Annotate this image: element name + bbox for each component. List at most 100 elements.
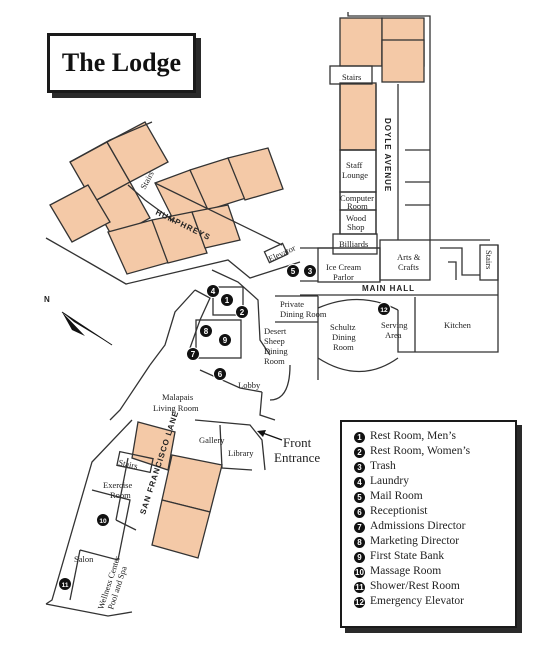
label-schultz-2: Dining (332, 332, 356, 342)
label-schultz-1: Schultz (330, 322, 356, 332)
marker-number: 4 (211, 287, 216, 296)
map-marker-10: 10 (96, 513, 110, 527)
marker-circle (377, 302, 391, 316)
marker-circle (303, 264, 317, 278)
marker-circle (199, 324, 213, 338)
marker-circle (186, 347, 200, 361)
label-serving-2: Area (385, 330, 402, 340)
label-malapais-1: Malapais (162, 392, 193, 402)
label-kitchen: Kitchen (444, 320, 472, 330)
label-desert-sheep-1: Desert (264, 326, 287, 336)
marker-number: 2 (240, 308, 245, 317)
legend-number-badge: 1 (354, 432, 365, 443)
label-private-dining-1: Private (280, 299, 304, 309)
legend-label: Rest Room, Women’s (370, 445, 471, 457)
marker-number: 6 (218, 370, 223, 379)
label-wood-shop-1: Wood (346, 213, 367, 223)
map-marker-11: 11 (58, 577, 72, 591)
legend-number-badge: 2 (354, 447, 365, 458)
label-exercise-1: Exercise (103, 480, 132, 490)
label-computer-room-1: Computer (340, 193, 374, 203)
label-wood-shop-2: Shop (347, 222, 364, 232)
map-marker-2: 2 (235, 305, 249, 319)
marker-number: 1 (225, 296, 230, 305)
marker-number: 5 (291, 267, 296, 276)
legend-label: Rest Room, Men’s (370, 430, 456, 442)
marker-number: 3 (308, 267, 313, 276)
label-stairs-top: Stairs (342, 72, 361, 82)
label-elevator: Elevator (267, 243, 297, 264)
label-arts-crafts-1: Arts & (397, 252, 421, 262)
label-gallery: Gallery (199, 435, 225, 445)
room-north-3 (339, 82, 377, 151)
label-staff-lounge-1: Staff (346, 160, 363, 170)
marker-circle (286, 264, 300, 278)
marker-number: 12 (380, 307, 388, 314)
label-desert-sheep-4: Room (264, 356, 285, 366)
label-doyle-avenue: DOYLE AVENUE (383, 118, 392, 192)
map-title: The Lodge (61, 48, 182, 77)
front-entrance-line-1: Front (283, 435, 312, 450)
north-label: N (44, 295, 51, 304)
label-billiards: Billiards (339, 239, 368, 249)
legend-item: 12 Emergency Elevator (354, 594, 515, 609)
marker-circle (58, 577, 72, 591)
label-salon: Salon (74, 554, 94, 564)
marker-circle (220, 293, 234, 307)
label-arts-crafts-2: Crafts (398, 262, 419, 272)
legend-label: Trash (370, 460, 396, 472)
legend-label: Laundry (370, 475, 409, 487)
label-schultz-3: Room (333, 342, 354, 352)
legend-item: 2 Rest Room, Women’s (354, 444, 515, 459)
legend-number-badge: 4 (354, 477, 365, 488)
legend-item: 4 Laundry (354, 474, 515, 489)
label-stairs-bottom: Stairs (118, 457, 139, 471)
legend-label: Receptionist (370, 505, 428, 517)
marker-number: 10 (99, 518, 107, 525)
marker-number: 9 (223, 336, 228, 345)
room-south-3 (151, 499, 211, 559)
map-marker-3: 3 (303, 264, 317, 278)
label-library: Library (228, 448, 254, 458)
map-marker-8: 8 (199, 324, 213, 338)
legend-number-badge: 9 (354, 552, 365, 563)
legend-label: Emergency Elevator (370, 595, 464, 607)
room-west-9 (151, 211, 208, 264)
legend-label: Admissions Director (370, 520, 466, 532)
label-computer-room-2: Room (347, 201, 368, 211)
marker-circle (213, 367, 227, 381)
map-marker-4: 4 (206, 284, 220, 298)
room-north-1 (339, 17, 383, 67)
legend-label: Mail Room (370, 490, 423, 502)
north-arrow: N (44, 295, 113, 346)
map-marker-7: 7 (186, 347, 200, 361)
map-marker-9: 9 (218, 333, 232, 347)
marker-number: 11 (62, 582, 69, 589)
room-north-4 (381, 39, 425, 83)
map-marker-12: 12 (377, 302, 391, 316)
map-title-box: The Lodge (47, 33, 196, 93)
legend-number-badge: 7 (354, 522, 365, 533)
label-lobby: Lobby (238, 380, 261, 390)
room-south-1 (131, 421, 176, 471)
legend-label: Massage Room (370, 565, 442, 577)
marker-number: 7 (191, 350, 196, 359)
legend-item: 1 Rest Room, Men’s (354, 429, 515, 444)
marker-circle (96, 513, 110, 527)
label-private-dining-2: Dining Room (280, 309, 327, 319)
marker-circle (206, 284, 220, 298)
label-staff-lounge-2: Lounge (342, 170, 368, 180)
map-marker-6: 6 (213, 367, 227, 381)
legend-number-badge: 12 (354, 597, 365, 608)
label-desert-sheep-2: Sheep (264, 336, 285, 346)
label-serving-1: Serving (381, 320, 408, 330)
label-malapais-2: Living Room (153, 403, 199, 413)
